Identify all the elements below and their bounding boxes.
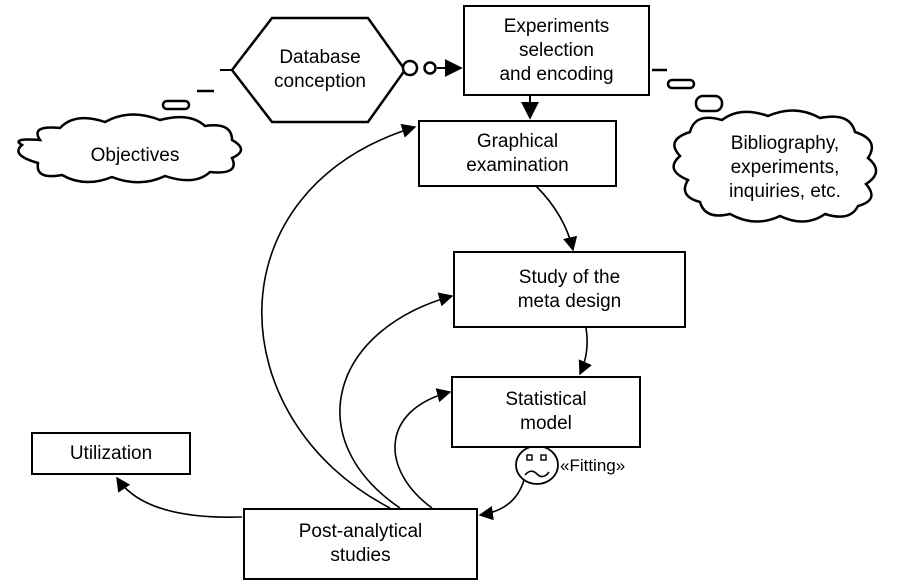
flow-circle-small	[423, 61, 437, 75]
sad-face-left-eye	[526, 454, 533, 461]
objectives-cloud-shape	[17, 113, 243, 184]
experiments-label: Experiments selection and encoding	[499, 15, 614, 85]
post-analytical-box: Post-analytical studies	[243, 508, 478, 580]
arrow-post-to-utilization	[116, 476, 243, 518]
experiments-box: Experiments selection and encoding	[463, 5, 650, 96]
bibliography-cloud-label: Bibliography, experiments, inquiries, et…	[729, 133, 841, 202]
statistical-model-label: Statistical model	[505, 389, 587, 434]
sad-face-mouth	[524, 470, 550, 478]
database-conception-label: Database conception	[274, 47, 366, 92]
bibliography-cloud-shape	[672, 109, 878, 223]
dash-biblio-3	[694, 94, 724, 113]
dash-objectives-2	[161, 99, 191, 111]
graphical-examination-box: Graphical examination	[418, 120, 617, 187]
utilization-label: Utilization	[69, 442, 153, 464]
sad-face-icon	[515, 445, 559, 485]
fitting-annotation: «Fitting»	[560, 456, 626, 475]
arrow-post-to-statistical	[394, 388, 452, 509]
arrow-post-to-graphical	[261, 123, 417, 509]
statistical-model-box: Statistical model	[451, 376, 641, 448]
sad-face-right-eye	[540, 454, 547, 461]
arrow-post-to-meta	[339, 292, 454, 509]
post-analytical-label: Post-analytical studies	[298, 521, 423, 566]
flow-circle-large	[401, 59, 419, 77]
arrow-meta-to-statistical	[578, 327, 592, 376]
utilization-box: Utilization	[31, 432, 191, 475]
meta-design-label: Study of the meta design	[517, 266, 622, 312]
dash-biblio-2	[666, 78, 696, 90]
arrow-fitting-to-post	[478, 479, 525, 521]
arrow-graphical-to-meta	[535, 185, 578, 252]
objectives-cloud-label: Objectives	[90, 145, 180, 166]
meta-design-box: Study of the meta design	[453, 251, 686, 328]
graphical-examination-label: Graphical examination	[466, 130, 569, 176]
